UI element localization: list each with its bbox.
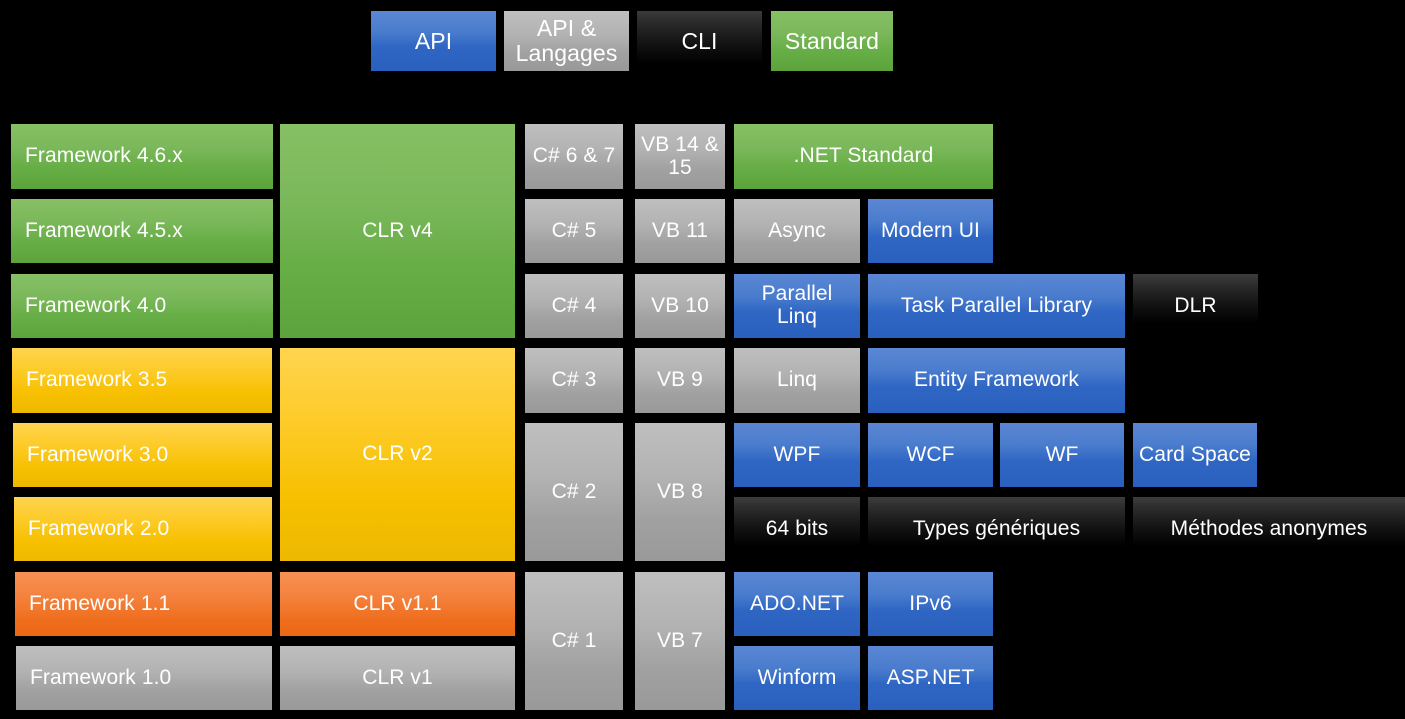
feature-block-async[interactable]: Async [734,199,860,263]
feature-block-winform[interactable]: Winform [734,646,860,710]
csharp-block-3[interactable]: C# 3 [525,348,623,413]
csharp-block-2[interactable]: C# 2 [525,423,623,561]
clr-block-v1-1[interactable]: CLR v1.1 [280,572,515,636]
feature-block-entity-framework[interactable]: Entity Framework [868,348,1125,413]
csharp-block-1[interactable]: C# 1 [525,572,623,710]
clr-block-v2[interactable]: CLR v2 [280,348,515,561]
feature-block-dlr[interactable]: DLR [1133,274,1258,338]
vb-block-11[interactable]: VB 11 [635,199,725,263]
legend-item-api-langages[interactable]: API & Langages [504,11,629,71]
feature-block-wf[interactable]: WF [1000,423,1124,487]
feature-block-wcf[interactable]: WCF [868,423,993,487]
vb-block-8[interactable]: VB 8 [635,423,725,561]
feature-block-parallel-linq[interactable]: Parallel Linq [734,274,860,338]
vb-block-7[interactable]: VB 7 [635,572,725,710]
vb-block-10[interactable]: VB 10 [635,274,725,338]
vb-block-9[interactable]: VB 9 [635,348,725,413]
vb-block-14-15[interactable]: VB 14 & 15 [635,124,725,189]
framework-block-4-5-x[interactable]: Framework 4.5.x [11,199,273,263]
framework-block-1-0[interactable]: Framework 1.0 [16,646,272,710]
legend-item-cli[interactable]: CLI [637,11,762,71]
framework-block-3-0[interactable]: Framework 3.0 [13,423,272,487]
clr-block-v1[interactable]: CLR v1 [280,646,515,710]
csharp-block-5[interactable]: C# 5 [525,199,623,263]
feature-block-types-generiques[interactable]: Types génériques [868,497,1125,561]
csharp-block-6-7[interactable]: C# 6 & 7 [525,124,623,189]
feature-block-64-bits[interactable]: 64 bits [734,497,860,561]
feature-block-net-standard[interactable]: .NET Standard [734,124,993,189]
feature-block-task-parallel-library[interactable]: Task Parallel Library [868,274,1125,338]
framework-block-2-0[interactable]: Framework 2.0 [14,497,272,561]
csharp-block-4[interactable]: C# 4 [525,274,623,338]
framework-block-4-0[interactable]: Framework 4.0 [11,274,273,338]
legend-item-standard[interactable]: Standard [771,11,893,71]
feature-block-card-space[interactable]: Card Space [1133,423,1257,487]
framework-block-3-5[interactable]: Framework 3.5 [12,348,272,413]
clr-block-v4[interactable]: CLR v4 [280,124,515,338]
feature-block-methodes-anonymes[interactable]: Méthodes anonymes [1133,497,1405,561]
feature-block-ipv6[interactable]: IPv6 [868,572,993,636]
feature-block-ado-net[interactable]: ADO.NET [734,572,860,636]
feature-block-asp-net[interactable]: ASP.NET [868,646,993,710]
legend-item-api[interactable]: API [371,11,496,71]
framework-block-4-6-x[interactable]: Framework 4.6.x [11,124,273,189]
feature-block-modern-ui[interactable]: Modern UI [868,199,993,263]
framework-block-1-1[interactable]: Framework 1.1 [15,572,272,636]
feature-block-wpf[interactable]: WPF [734,423,860,487]
feature-block-linq[interactable]: Linq [734,348,860,413]
